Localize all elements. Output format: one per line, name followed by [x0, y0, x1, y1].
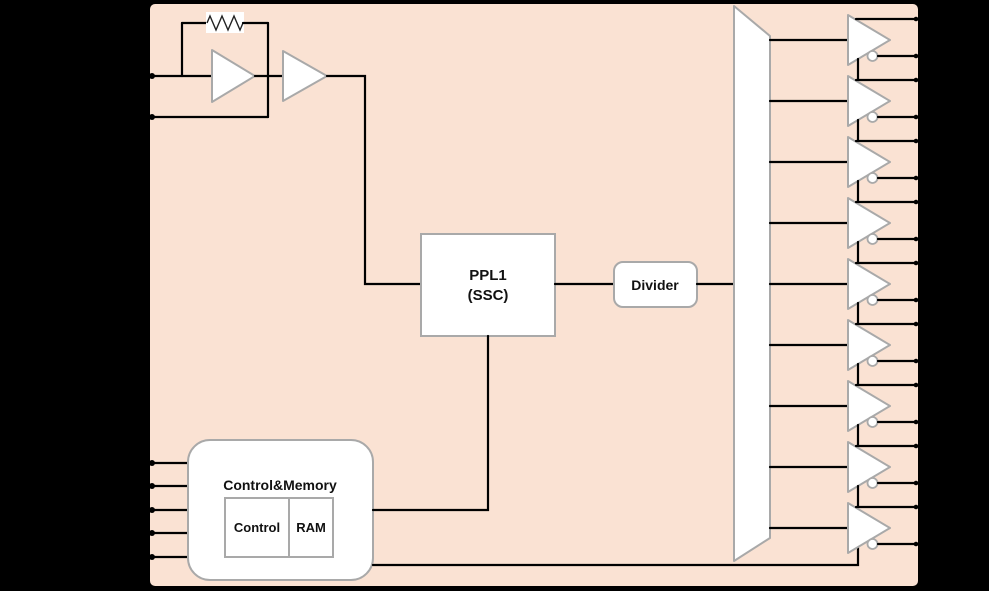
pll-label-line2: (SSC) [468, 287, 509, 304]
osc-buffer-icon [282, 50, 328, 102]
control-pin-dot [149, 507, 155, 513]
pll-box [420, 233, 556, 337]
control-ram-box [224, 497, 334, 558]
output-pin-dot [913, 199, 919, 205]
output-pin-dot [913, 504, 919, 510]
output-buffer-8 [768, 441, 919, 509]
output-buffer-5 [768, 258, 919, 326]
feedback-resistor-icon [206, 14, 244, 32]
pll-block: PPL1 (SSC) [420, 233, 556, 337]
output-pin-dot [913, 138, 919, 144]
output-pin-dot [913, 382, 919, 388]
control-pin-dot [149, 460, 155, 466]
osc-amplifier-icon [211, 49, 256, 103]
output-buffer-7 [768, 380, 919, 448]
control-pin-dot [149, 554, 155, 560]
output-buffer-4 [768, 197, 919, 265]
control-memory-title: Control&Memory [223, 477, 337, 493]
output-pin-dot [913, 297, 919, 303]
output-pin-dot [913, 541, 919, 547]
output-buffer-3 [768, 136, 919, 204]
output-pin-dot [913, 480, 919, 486]
output-pin-dot [913, 443, 919, 449]
xout-pin-dot [149, 114, 155, 120]
control-pin-dot [149, 530, 155, 536]
osc-to-pll-wire [325, 74, 423, 286]
control-memory-block: Control&Memory Control RAM [148, 439, 374, 581]
output-pin-dot [913, 236, 919, 242]
xin-pin-dot [149, 73, 155, 79]
inversion-bubble-icon [866, 294, 879, 306]
control-input-pins [148, 460, 190, 560]
crystal-oscillator-section [148, 12, 423, 286]
control-to-pll-wire [371, 334, 490, 512]
control-label: Control [234, 520, 280, 535]
output-pin-dot [913, 358, 919, 364]
control-pin-dot [149, 483, 155, 489]
inversion-bubble-icon [866, 233, 879, 245]
fanout-mux-icon [733, 5, 771, 562]
inversion-bubble-icon [866, 50, 879, 62]
output-pin-dot [913, 260, 919, 266]
divider-label: Divider [631, 277, 679, 293]
output-pin-dot [913, 114, 919, 120]
output-buffer-2 [768, 75, 919, 143]
output-pin-dot [913, 53, 919, 59]
output-pin-dot [913, 16, 919, 22]
ram-label: RAM [296, 520, 326, 535]
inversion-bubble-icon [866, 355, 879, 367]
inversion-bubble-icon [866, 416, 879, 428]
inversion-bubble-icon [866, 477, 879, 489]
output-buffer-bank [768, 14, 919, 554]
output-pin-dot [913, 419, 919, 425]
output-pin-dot [913, 175, 919, 181]
inversion-bubble-icon [866, 538, 879, 550]
output-buffer-9 [768, 502, 919, 554]
inversion-bubble-icon [866, 172, 879, 184]
output-buffer-6 [768, 319, 919, 387]
output-buffer-1 [768, 14, 919, 82]
divider-block: Divider [613, 261, 698, 308]
control-to-buffers-wire [371, 545, 860, 567]
output-pin-dot [913, 77, 919, 83]
inversion-bubble-icon [866, 111, 879, 123]
output-pin-dot [913, 321, 919, 327]
pll-label-line1: PPL1 [469, 267, 507, 284]
